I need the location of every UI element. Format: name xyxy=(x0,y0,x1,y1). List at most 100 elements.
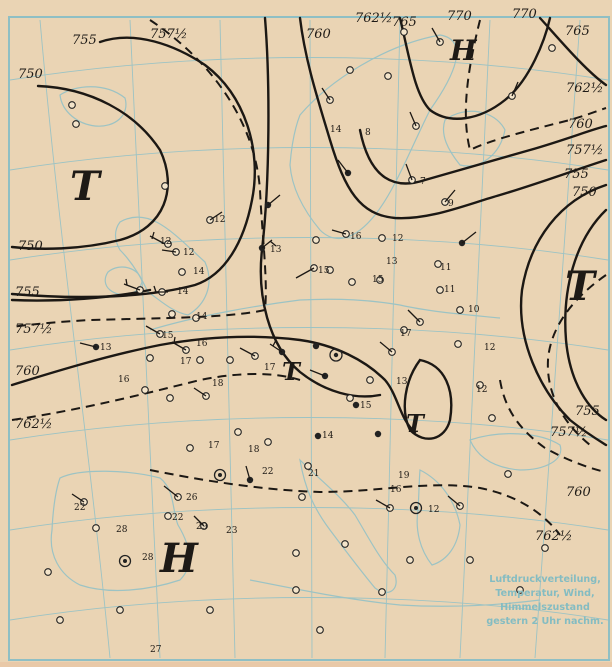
isobar-label: 760 xyxy=(568,117,593,132)
temperature-label: 17 xyxy=(400,329,412,339)
isobar-label: 760 xyxy=(15,364,40,379)
iceland-coast xyxy=(59,86,127,127)
isobar-label: 762½ xyxy=(355,11,392,26)
temperature-label: 12 xyxy=(476,385,487,395)
low-pressure-symbol-balkans: T xyxy=(406,409,426,438)
low-pressure-symbol-russia: T xyxy=(565,263,598,310)
italy-coast xyxy=(299,458,397,593)
temperature-label: 21 xyxy=(308,469,319,479)
north-europe-coast xyxy=(149,298,501,331)
isobar-label: 750 xyxy=(18,239,43,254)
temperature-label: 17 xyxy=(208,441,220,451)
temperature-label: 10 xyxy=(468,305,480,315)
dashed-isobars xyxy=(11,19,607,536)
finland-coast xyxy=(442,110,506,167)
temperature-label: 22 xyxy=(74,503,85,513)
temperature-label: 7 xyxy=(420,177,426,187)
temperature-label: 13 xyxy=(100,343,112,353)
isobar-label: 757½ xyxy=(566,143,603,158)
temperature-label: 22 xyxy=(172,513,183,523)
temperature-label: 9 xyxy=(448,199,454,209)
temperature-label: 14 xyxy=(322,431,334,441)
map-frame xyxy=(8,16,610,661)
isobar-label: 750 xyxy=(18,67,43,82)
isobar-label: 757½ xyxy=(15,322,52,337)
isobar-label: 762½ xyxy=(15,417,52,432)
temperature-label: 12 xyxy=(392,234,403,244)
temperature-label: 18 xyxy=(248,445,260,455)
temperature-label: 15 xyxy=(360,401,372,411)
temperature-label: 23 xyxy=(226,526,238,536)
temperature-label: 12 xyxy=(160,237,171,247)
temperature-label: 17 xyxy=(180,357,192,367)
sky-condition-symbols xyxy=(118,348,423,568)
high-pressure-symbol-iberia: H xyxy=(159,535,199,582)
scandinavia-coast xyxy=(289,34,458,239)
temperature-label: 13 xyxy=(386,257,398,267)
temperature-label: 16 xyxy=(390,485,402,495)
temperature-label: 15 xyxy=(372,275,384,285)
isobar-label: 770 xyxy=(447,9,472,24)
temperature-label: 15 xyxy=(318,266,330,276)
iberia-coast xyxy=(50,470,190,592)
isobar-label: 757½ xyxy=(550,425,587,440)
isobar-label: 765 xyxy=(392,15,417,30)
temperature-label: 15 xyxy=(162,331,174,341)
temperature-label: 27 xyxy=(150,645,162,655)
low-pressure-symbol-central: T xyxy=(282,357,302,386)
isobar-label: 765 xyxy=(565,24,590,39)
temperature-label: 18 xyxy=(212,379,224,389)
temperature-label: 29 xyxy=(196,522,208,532)
temperature-label: 11 xyxy=(444,285,455,295)
isobar-label: 750 xyxy=(572,185,597,200)
isobar-label: 755 xyxy=(15,285,40,300)
temperature-label: 12 xyxy=(484,343,495,353)
isobars xyxy=(10,16,608,447)
black-sea-coast xyxy=(469,433,562,471)
temperature-label: 28 xyxy=(116,525,128,535)
temperature-label: 14 xyxy=(177,287,189,297)
wind-barbs xyxy=(71,27,519,527)
isobar-label: 760 xyxy=(566,485,591,500)
temperature-label: 16 xyxy=(196,339,208,349)
isobar-labels: 755 757½ 750 755 757½ 760 762½ 760 762½ … xyxy=(15,7,603,544)
isobar-label: 757½ xyxy=(150,27,187,42)
map-caption: Luftdruckverteilung, Temperatur, Wind, H… xyxy=(481,573,609,659)
graticule xyxy=(9,19,609,659)
high-pressure-symbol-north: H xyxy=(449,34,478,67)
temperature-label: 19 xyxy=(398,471,410,481)
isobar-label: 762½ xyxy=(566,81,603,96)
temperature-label: 14 xyxy=(193,267,205,277)
temperature-label: 26 xyxy=(186,493,198,503)
balkans-coast xyxy=(416,469,461,566)
caption-line-3: Himmelszustand xyxy=(500,602,590,613)
temperature-label: 8 xyxy=(365,128,371,138)
temperature-label: 13 xyxy=(270,245,282,255)
temperature-labels: 12 12 12 14 14 14 13 15 16 17 16 18 17 1… xyxy=(74,125,495,655)
temperature-label: 12 xyxy=(214,215,225,225)
isobar-label: 755 xyxy=(72,33,97,48)
temperature-label: 14 xyxy=(330,125,342,135)
caption-line-4: gestern 2 Uhr nachm. xyxy=(486,616,604,627)
isobar-label: 762½ xyxy=(535,529,572,544)
coastlines xyxy=(50,34,562,607)
isobar-label: 755 xyxy=(564,167,589,182)
low-pressure-symbol-atlantic: T xyxy=(70,163,103,210)
temperature-label: 28 xyxy=(142,553,154,563)
temperature-label: 11 xyxy=(440,263,451,273)
temperature-label: 17 xyxy=(264,363,276,373)
isobar-label: 760 xyxy=(306,27,331,42)
caption-line-2: Temperatur, Wind, xyxy=(495,588,595,599)
isobar-label: 755 xyxy=(575,404,600,419)
caption-line-1: Luftdruckverteilung, xyxy=(489,574,601,585)
temperature-label: 12 xyxy=(183,248,194,258)
temperature-label: 22 xyxy=(262,467,273,477)
britain-coast xyxy=(114,216,210,316)
temperature-label: 12 xyxy=(428,505,439,515)
temperature-label: 13 xyxy=(396,377,408,387)
temperature-label: 16 xyxy=(118,375,130,385)
temperature-label: 16 xyxy=(350,232,362,242)
isobar-label: 770 xyxy=(512,7,537,22)
